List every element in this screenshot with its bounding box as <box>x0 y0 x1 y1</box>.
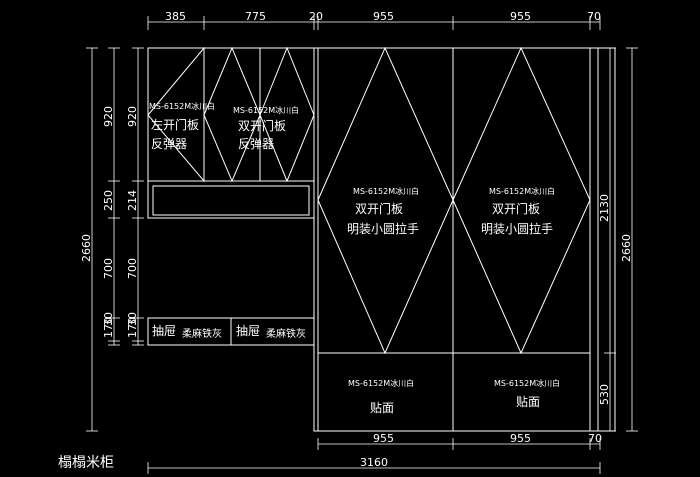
cabinet-outline <box>147 46 616 432</box>
double-door-small-material: MS-6152M冰川白 <box>233 105 299 115</box>
bottom-left-material: MS-6152M冰川白 <box>348 378 414 388</box>
dim-top-6: 70 <box>587 10 601 23</box>
tall-door-right-material: MS-6152M冰川白 <box>489 186 555 196</box>
dim-left-inner-4: 170 <box>126 317 139 338</box>
dim-left-mid-4: 170 <box>102 317 115 338</box>
tall-door-right-line2: 明装小圆拉手 <box>481 221 553 236</box>
left-door-line1: 左开门板 <box>151 117 199 132</box>
panel-tall-door-right: MS-6152M冰川白 双开门板 明装小圆拉手 <box>481 186 555 236</box>
bottom-dimensions: 955 955 70 3160 <box>147 432 602 474</box>
dim-top-3: 20 <box>309 10 323 23</box>
dim-bottom-2: 955 <box>510 432 531 445</box>
dim-overall-width: 3160 <box>360 456 388 469</box>
drawing-title: 榻榻米柜 <box>58 455 114 471</box>
dim-left-mid-5: 30 <box>102 312 115 326</box>
dim-left-mid-2: 250 <box>102 190 115 211</box>
drawer-right: 抽屉 柔麻铁灰 <box>236 324 306 340</box>
dim-left-mid-1: 920 <box>102 106 115 127</box>
dim-left-inner-2: 214 <box>126 190 139 211</box>
dim-left-outer: 2660 <box>80 234 93 262</box>
dim-left-mid-3: 700 <box>102 258 115 279</box>
dim-top-2: 775 <box>245 10 266 23</box>
bottom-right-material: MS-6152M冰川白 <box>494 378 560 388</box>
tall-door-left-line1: 双开门板 <box>355 201 403 216</box>
drawer-left: 抽屉 柔麻铁灰 <box>152 324 222 340</box>
bottom-right-line1: 贴面 <box>516 395 540 409</box>
dim-bottom-1: 955 <box>373 432 394 445</box>
tall-door-left-line2: 明装小圆拉手 <box>347 221 419 236</box>
dim-bottom-3: 70 <box>588 432 602 445</box>
dim-top-4: 955 <box>373 10 394 23</box>
dim-top-1: 385 <box>165 10 186 23</box>
left-door-material: MS-6152M冰川白 <box>149 101 215 111</box>
dim-right-inner-1: 2130 <box>598 194 611 222</box>
drawer-right-name: 抽屉 <box>236 324 260 338</box>
bottom-left-line1: 贴面 <box>370 401 394 415</box>
dim-left-inner-1: 920 <box>126 106 139 127</box>
tall-door-right-line1: 双开门板 <box>492 201 540 216</box>
panel-double-door-small: MS-6152M冰川白 双开门板 反弹器 <box>233 105 299 151</box>
dim-left-inner-5: 30 <box>126 312 139 326</box>
tall-door-left-material: MS-6152M冰川白 <box>353 186 419 196</box>
drawer-left-name: 抽屉 <box>152 324 176 338</box>
panel-bottom-right: MS-6152M冰川白 贴面 <box>494 378 560 409</box>
dim-top-5: 955 <box>510 10 531 23</box>
dim-left-inner-3: 700 <box>126 258 139 279</box>
dim-right-inner-2: 530 <box>598 384 611 405</box>
right-dimensions: 2130 530 2660 <box>598 47 638 432</box>
double-door-small-line1: 双开门板 <box>238 118 286 133</box>
left-dimensions: 2660 920 250 700 170 30 920 214 700 170 … <box>80 47 144 432</box>
left-door-line2: 反弹器 <box>151 137 187 151</box>
drawer-right-finish: 柔麻铁灰 <box>266 327 306 340</box>
panel-left-door: MS-6152M冰川白 左开门板 反弹器 <box>149 101 215 151</box>
double-door-small-line2: 反弹器 <box>238 137 274 151</box>
panel-tall-door-left: MS-6152M冰川白 双开门板 明装小圆拉手 <box>347 186 419 236</box>
top-dimensions: 385 775 20 955 955 70 <box>147 10 601 30</box>
drawer-left-finish: 柔麻铁灰 <box>182 327 222 340</box>
dim-right-outer: 2660 <box>620 234 633 262</box>
panel-bottom-left: MS-6152M冰川白 贴面 <box>348 378 414 415</box>
